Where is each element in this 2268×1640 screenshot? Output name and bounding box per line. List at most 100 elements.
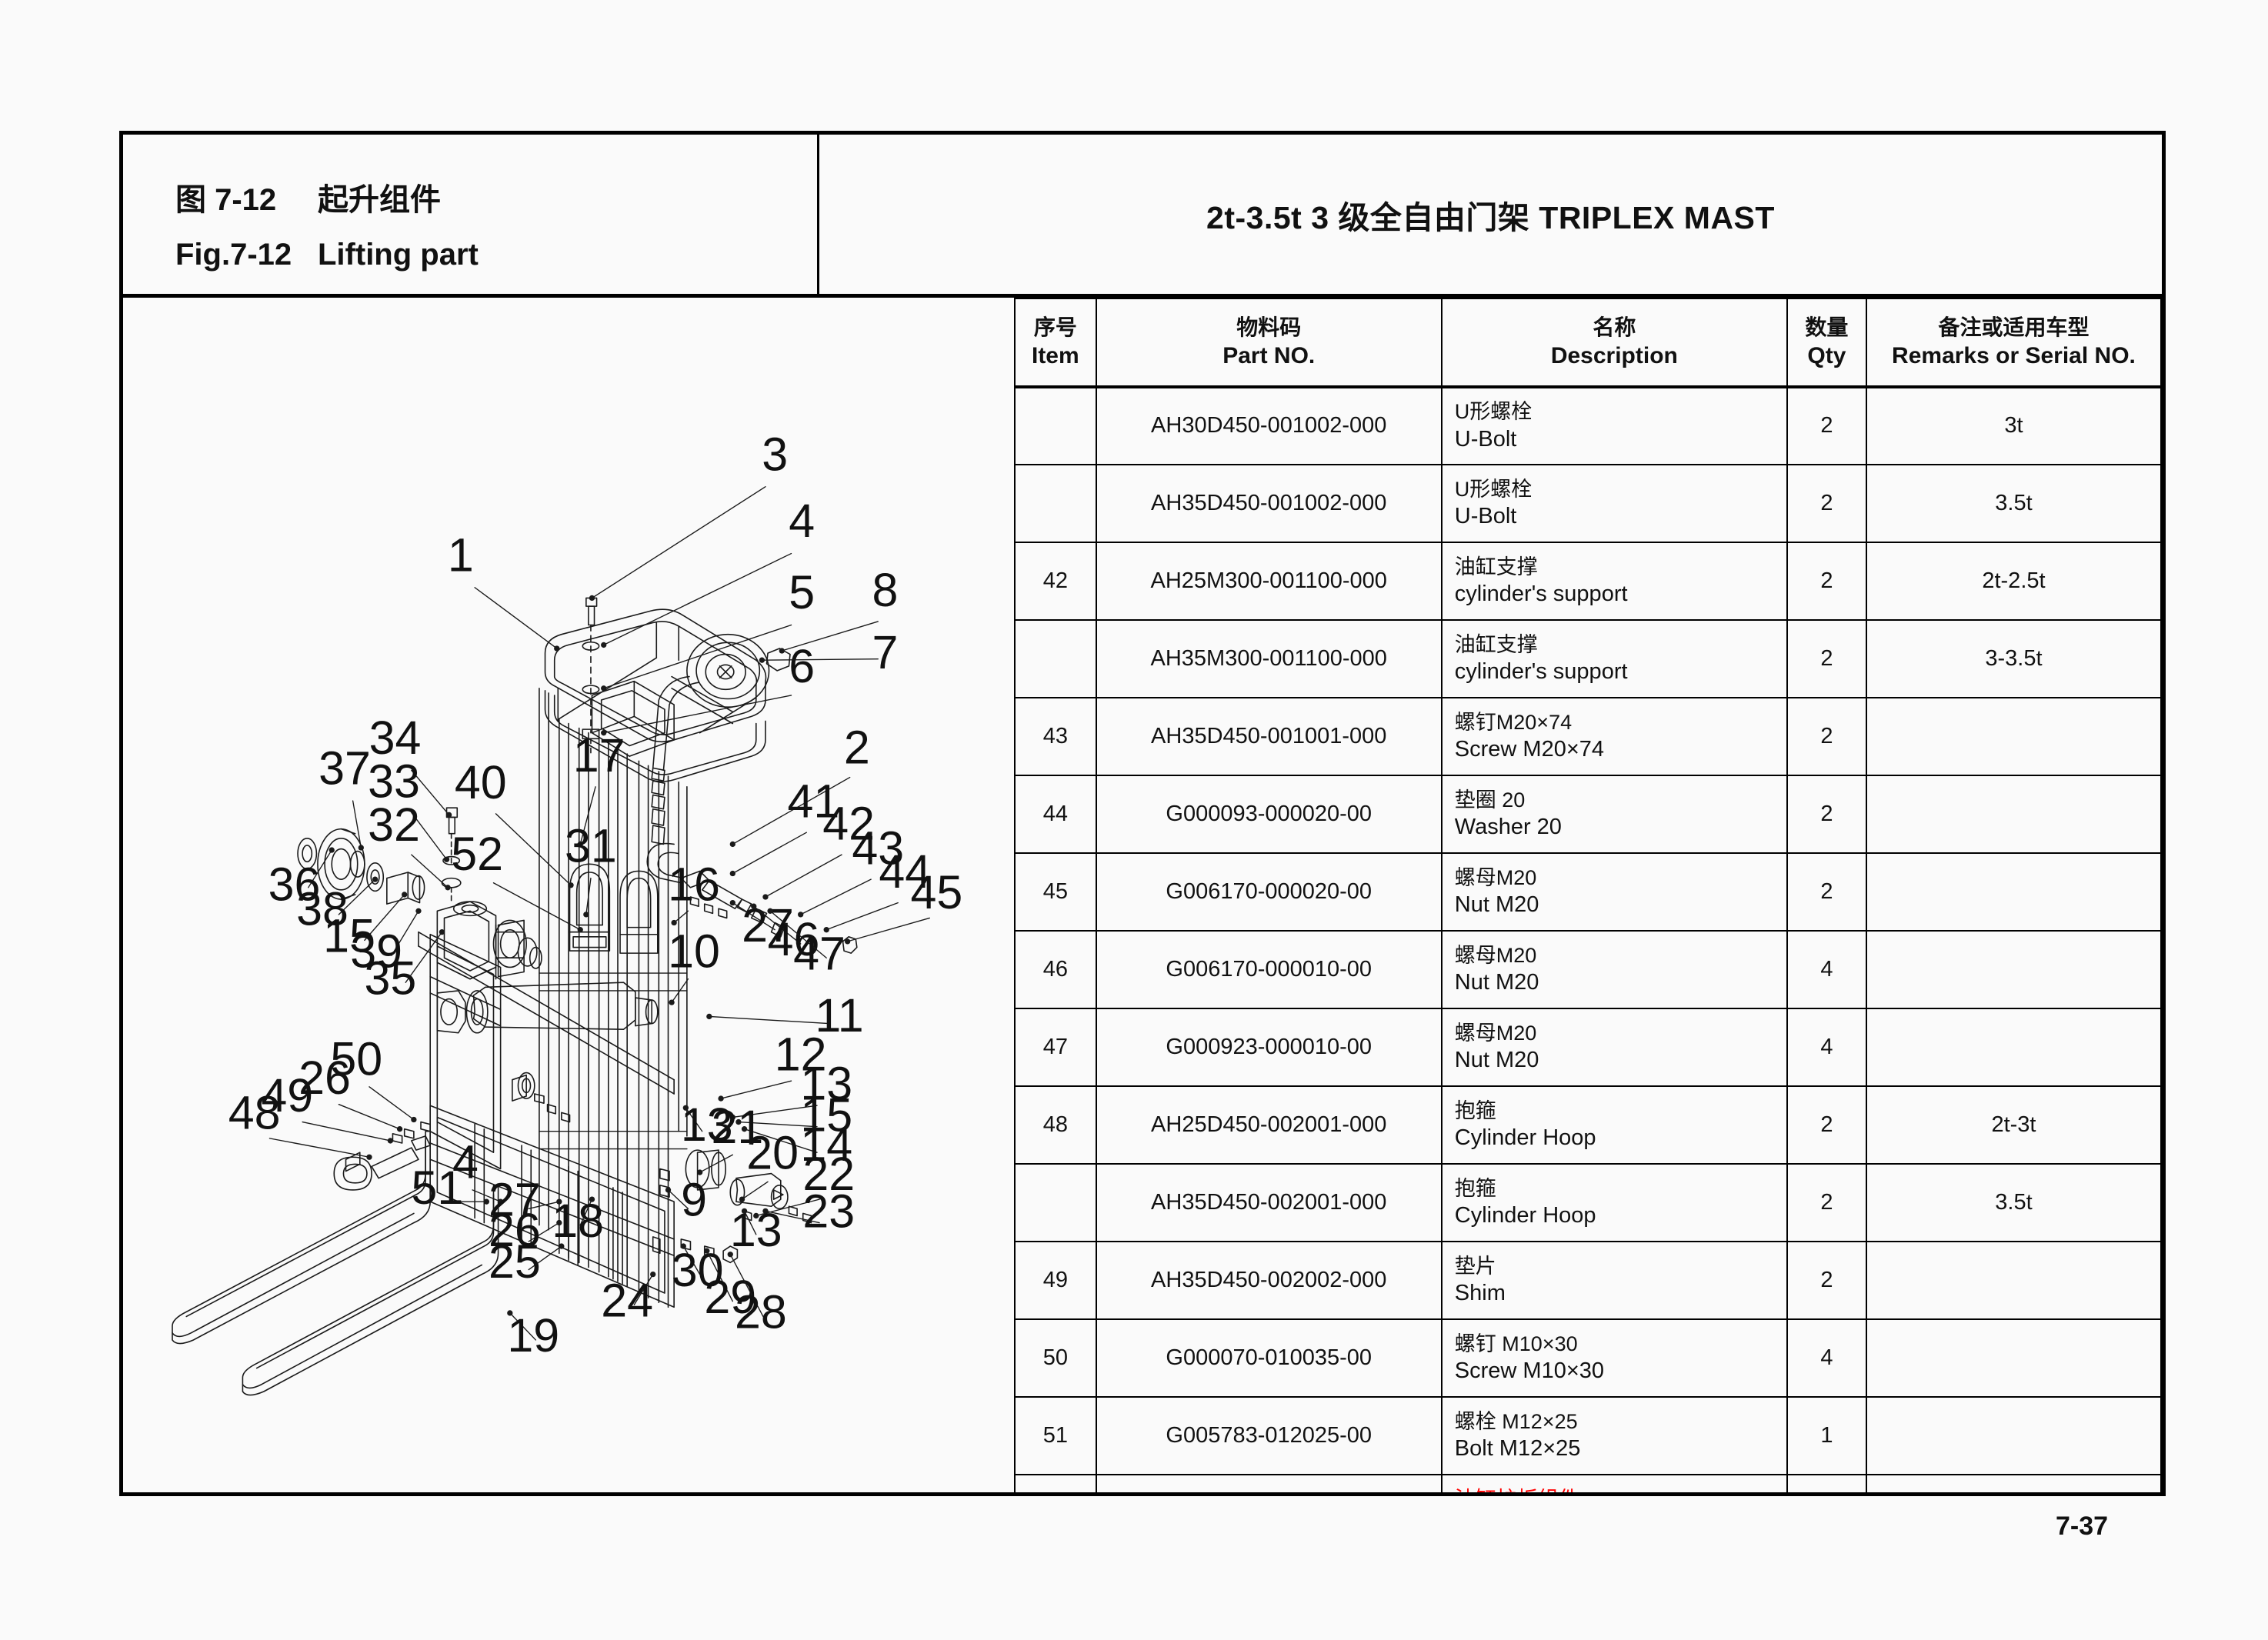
callout-leader-line: [732, 902, 775, 931]
cell-qty: 2: [1786, 464, 1867, 543]
callout-dot: [415, 908, 422, 914]
callout-leader-line: [302, 1121, 392, 1142]
callout-number: 9: [681, 1173, 707, 1225]
callout-number: 27: [742, 899, 794, 952]
cell-item: 50: [1014, 1318, 1097, 1398]
cell-qty: 2: [1786, 852, 1867, 932]
callout-dot: [396, 1126, 403, 1132]
callout-leader-line: [603, 695, 792, 734]
callout-dot: [387, 1138, 394, 1144]
cell-remarks: [1865, 852, 2162, 932]
cell-item: [1014, 464, 1097, 543]
callout-dot: [739, 1196, 745, 1202]
cell-remarks: [1865, 1241, 2162, 1320]
cell-part-no: G006170-000010-00: [1095, 930, 1443, 1009]
callout-number: 36: [268, 858, 321, 911]
model-spec-box: 2t-3.5t 3 级全自由门架 TRIPLEX MAST: [819, 135, 2162, 294]
cell-part-no: AH35D450-001002-000: [1095, 464, 1443, 543]
callout-number: 40: [455, 756, 507, 808]
col-header-part-no: 物料码 Part NO.: [1095, 298, 1443, 388]
callout-dot: [402, 892, 408, 898]
callout-leader-line: [405, 932, 443, 983]
callout-leader-line: [720, 1080, 792, 1099]
callout-dot: [556, 1219, 562, 1226]
cell-part-no: G000923-000010-00: [1095, 1008, 1443, 1087]
callout-number: 13: [730, 1204, 782, 1256]
cell-part-no: G005783-012025-00: [1095, 1396, 1443, 1475]
callout-number: 13: [800, 1058, 852, 1110]
callout-leader-line: [338, 878, 376, 915]
callout-leader-line: [753, 905, 802, 945]
callout-dot: [759, 657, 765, 663]
callout-leader-line: [825, 902, 899, 931]
callout-number: 31: [565, 819, 617, 872]
cell-part-no: 见图Ⅴ See Ⅴ: [1095, 1474, 1443, 1492]
callout-leader-line: [474, 587, 558, 649]
callout-dot: [650, 1271, 656, 1278]
callout-leader-line: [673, 910, 689, 924]
callout-dot: [844, 938, 851, 945]
page-frame: 图 7-12 起升组件 Fig.7-12 Lifting part 2t-3.5…: [119, 131, 2166, 1496]
cell-qty: 2: [1786, 386, 1867, 465]
cell-item: 42: [1014, 542, 1097, 621]
callout-leader-line: [364, 894, 405, 942]
cell-remarks: [1865, 697, 2162, 776]
callout-dot: [483, 1198, 489, 1205]
callout-dot: [718, 1095, 724, 1102]
callout-leader-line: [268, 1138, 370, 1158]
callout-dot: [704, 1248, 710, 1254]
callout-number: 45: [911, 866, 963, 918]
parts-table: 序号 Item 物料码 Part NO. 名称 Description 数量: [1014, 298, 2162, 1492]
cell-remarks: 3.5t: [1865, 1163, 2162, 1242]
cell-remarks: [1865, 1396, 2162, 1475]
callout-leader-line: [472, 1189, 502, 1202]
callout-number: 30: [672, 1244, 724, 1296]
callout-dot: [671, 919, 677, 926]
callout-dot: [329, 847, 335, 853]
callout-leader-line: [528, 1245, 562, 1271]
callout-leader-line: [667, 1189, 689, 1209]
cell-part-no: AH35D450-002002-000: [1095, 1241, 1443, 1320]
callout-leader-line: [528, 1201, 560, 1209]
figure-label-en: Fig.7-12: [175, 238, 292, 272]
callout-leader-line: [741, 1181, 769, 1200]
cell-part-no: G000070-010035-00: [1095, 1318, 1443, 1398]
callout-leader-line: [709, 1015, 829, 1025]
callout-number: 27: [489, 1173, 541, 1225]
callout-leader-line: [528, 1222, 560, 1242]
callout-dot: [682, 1105, 689, 1111]
callout-number: 44: [879, 845, 931, 898]
cell-item: 47: [1014, 1008, 1097, 1087]
callout-dot: [568, 882, 574, 888]
callout-dot: [445, 812, 452, 818]
callout-leader-line: [671, 978, 689, 1003]
col-header-remarks: 备注或适用车型 Remarks or Serial NO.: [1865, 298, 2162, 388]
cell-part-no: AH25M300-001100-000: [1095, 542, 1443, 621]
cell-remarks: 2t-2.5t: [1865, 542, 2162, 621]
cell-qty: 4: [1786, 930, 1867, 1009]
callout-number: 15: [323, 910, 375, 962]
callout-dot: [753, 1212, 759, 1219]
cell-part-no: AH35M300-001100-000: [1095, 619, 1443, 698]
callout-dot: [589, 595, 595, 602]
callout-dot: [497, 1198, 504, 1205]
callout-number: 23: [802, 1185, 855, 1238]
cell-remarks: 3.5t: [1865, 464, 2162, 543]
callout-number: 17: [573, 729, 625, 782]
callout-dot: [443, 856, 450, 862]
figure-title-en-row: Fig.7-12 Lifting part: [175, 238, 817, 272]
callout-number: 7: [872, 626, 898, 678]
callout-dot: [751, 903, 757, 909]
